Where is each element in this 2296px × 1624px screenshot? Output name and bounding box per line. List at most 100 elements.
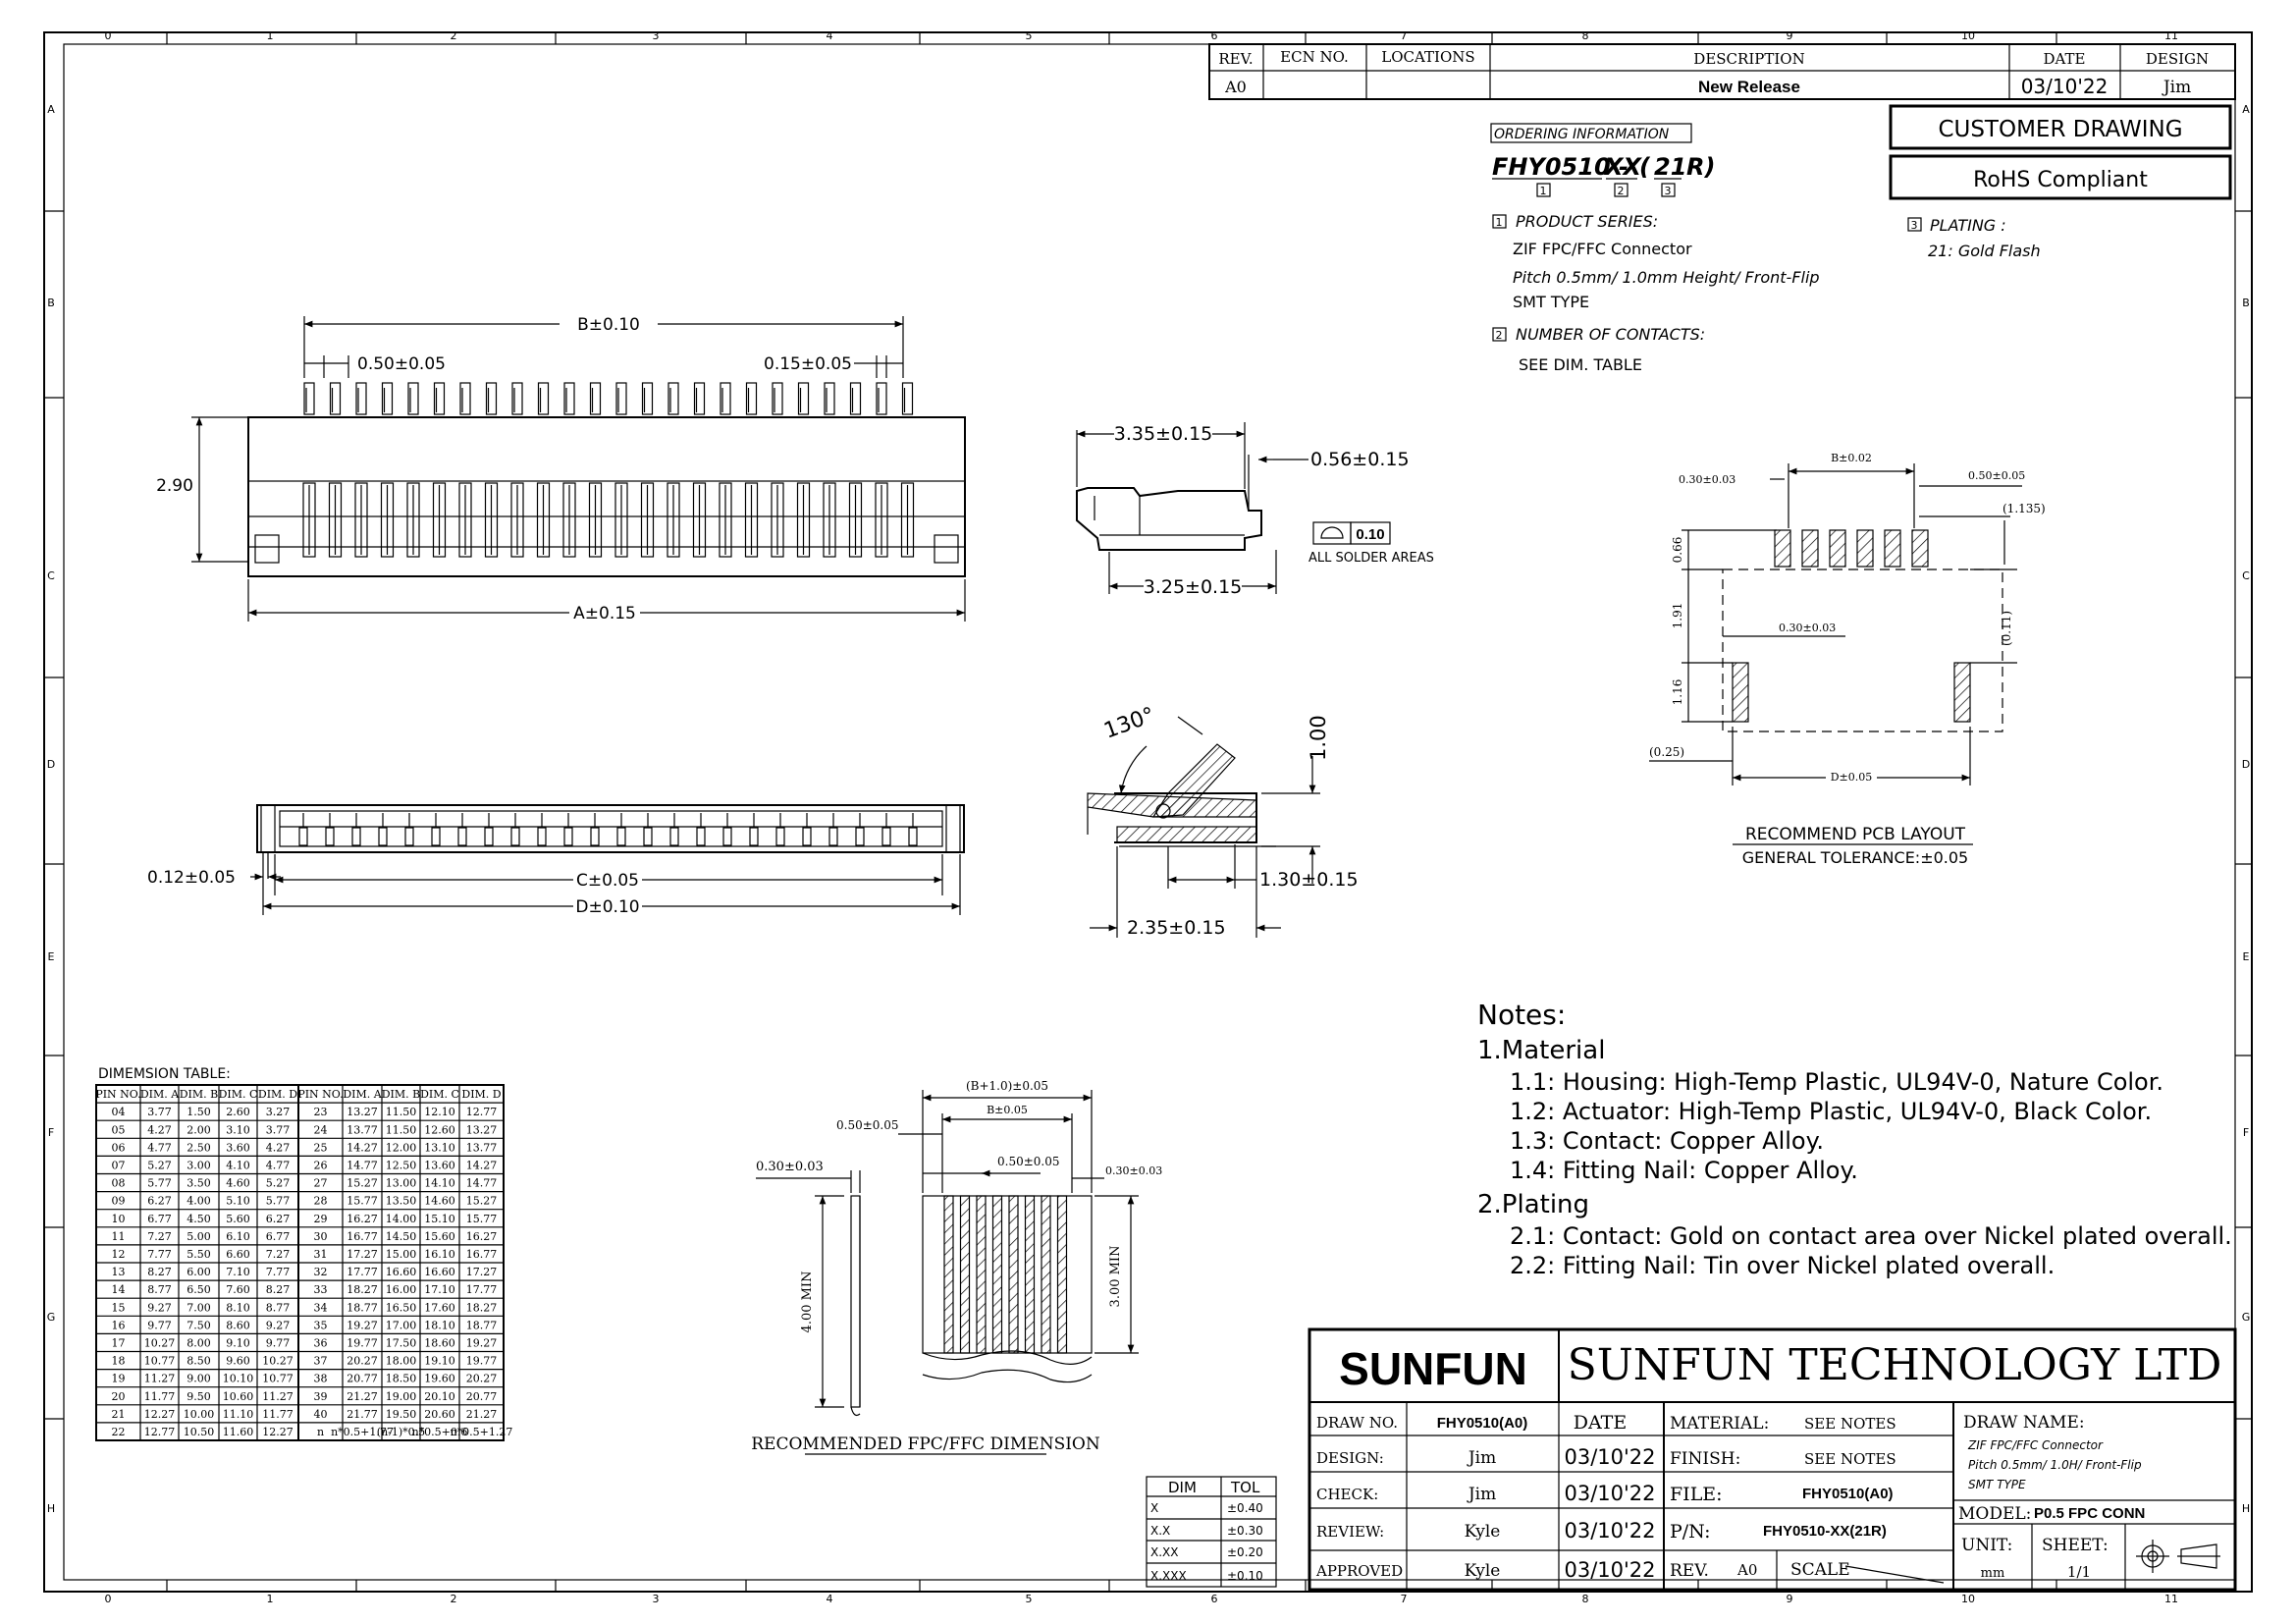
- dim-table-header: DIM. D: [258, 1088, 297, 1101]
- dim-table-cell: 7.77: [266, 1266, 291, 1278]
- top-contact: [588, 482, 603, 558]
- rev: A0: [1736, 1561, 1757, 1579]
- dim-table-cell: 07: [112, 1160, 126, 1172]
- dim-table-cell: 12.10: [424, 1106, 455, 1118]
- top-contact: [640, 482, 655, 558]
- svg-text:DESIGN:: DESIGN:: [1316, 1449, 1384, 1467]
- svg-text:FILE:: FILE:: [1670, 1484, 1723, 1505]
- top-contact: [744, 482, 759, 558]
- dim-table-cell: 19: [112, 1373, 126, 1385]
- dim-table-cell: 14.77: [347, 1160, 378, 1172]
- pcb-dim-h2: 1.91: [1671, 603, 1684, 629]
- contacts-title: NUMBER OF CONTACTS:: [1516, 325, 1705, 344]
- svg-text:ZIF FPC/FFC Connector: ZIF FPC/FFC Connector: [1967, 1438, 2104, 1452]
- svg-text:X.XX: X.XX: [1150, 1545, 1178, 1559]
- svg-text:2: 2: [1496, 329, 1503, 342]
- dim-pitch-top: 0.50±0.05: [357, 354, 446, 374]
- fpc-total: (B+1.0)±0.05: [966, 1079, 1048, 1093]
- dim-table-cell: 10.50: [184, 1426, 215, 1438]
- dim-table-cell: 19.50: [386, 1408, 417, 1421]
- fpc-len-2: 3.00 MIN: [1108, 1246, 1123, 1308]
- section-dim-2: 2.35±0.15: [1127, 917, 1226, 939]
- dim-table-cell: 8.77: [147, 1283, 172, 1296]
- top-contact: [328, 482, 343, 558]
- front-pin: [457, 827, 467, 846]
- dim-table-cell: 12.00: [386, 1141, 417, 1154]
- dim-table-cell: 13: [112, 1266, 126, 1278]
- notes: Notes: 1.Material 1.1: Housing: High-Tem…: [1477, 999, 2232, 1279]
- dim-table-cell: 40: [314, 1408, 328, 1421]
- material: SEE NOTES: [1804, 1415, 1896, 1433]
- dim-table-cell: 13.27: [347, 1106, 378, 1118]
- dim-table-cell: 11.77: [144, 1390, 176, 1403]
- dim-table-cell: 12: [112, 1248, 126, 1261]
- grid-col-label: 9: [1787, 29, 1793, 42]
- dim-table-header: DIM. D: [461, 1088, 501, 1101]
- grid-col-label: 11: [2164, 29, 2178, 42]
- section-height: 1.00: [1307, 715, 1330, 761]
- unit: mm: [1981, 1566, 2005, 1581]
- ordering-information: ORDERING INFORMATION FHY0510 - XX ( 21 R…: [1490, 123, 2041, 374]
- fpc-pitch: 0.50±0.05: [997, 1155, 1060, 1168]
- front-pin: [643, 827, 653, 846]
- dim-table-cell: 13.77: [347, 1123, 378, 1136]
- dim-table-cell: 11.50: [386, 1123, 417, 1136]
- svg-text:1: 1: [1496, 216, 1503, 229]
- date-value: 03/10'22: [2021, 75, 2109, 98]
- dim-table-cell: 23: [314, 1106, 328, 1118]
- top-pin: [641, 382, 654, 415]
- dim-table-header: DIM. B: [382, 1088, 421, 1101]
- dim-table-cell: 8.10: [226, 1301, 250, 1314]
- dim-table-cell: 16.50: [386, 1301, 417, 1314]
- company-logo: SUNFUN: [1339, 1343, 1527, 1394]
- dim-table-cell: 3.00: [187, 1160, 211, 1172]
- grid-row-label: B: [2242, 297, 2250, 309]
- dim-table-cell: 16.00: [386, 1283, 417, 1296]
- grid-col-label: 9: [1787, 1593, 1793, 1605]
- svg-text:±0.20: ±0.20: [1227, 1545, 1263, 1559]
- front-pin: [908, 827, 918, 846]
- svg-text:2.2: Fitting Nail: Tin over Ni: 2.2: Fitting Nail: Tin over Nickel plate…: [1510, 1252, 2055, 1279]
- top-pin: [433, 382, 446, 415]
- top-contact: [900, 482, 915, 558]
- design-value: Jim: [2162, 78, 2191, 97]
- grid-col-label: 0: [105, 1593, 112, 1605]
- dim-table-cell: 7.50: [187, 1319, 211, 1331]
- front-pin: [537, 827, 547, 846]
- dim-table-cell: 14.50: [386, 1230, 417, 1243]
- dim-table-cell: 35: [314, 1319, 328, 1331]
- dim-table-cell: 14.77: [466, 1177, 498, 1190]
- dim-c-front: C±0.05: [576, 871, 639, 891]
- grid-col-label: 6: [1211, 29, 1218, 42]
- dim-table-cell: 9.60: [226, 1355, 250, 1368]
- dim-table-cell: 6.77: [147, 1213, 172, 1225]
- grid-col-label: 5: [1026, 29, 1033, 42]
- front-pin: [484, 827, 494, 846]
- pcb-dim-h3: 1.16: [1671, 679, 1684, 706]
- pcb-dim-side: (0.11): [2000, 611, 2013, 646]
- dim-table-cell: 5.60: [226, 1213, 250, 1225]
- svg-text:1: 1: [1540, 185, 1547, 197]
- front-pin: [881, 827, 891, 846]
- pcb-title: RECOMMEND PCB LAYOUT: [1745, 825, 1966, 844]
- dim-table-header: DIM. C: [420, 1088, 459, 1101]
- projection-symbol-icon: [2136, 1540, 2220, 1573]
- svg-text:03/10'22: 03/10'22: [1564, 1445, 1655, 1469]
- fpc-width: 0.30±0.03: [1105, 1164, 1162, 1177]
- dim-table-cell: 14.10: [424, 1177, 455, 1190]
- dim-table-cell: 5.50: [187, 1248, 211, 1261]
- top-contact: [458, 482, 472, 558]
- dim-table-header: DIM. B: [180, 1088, 219, 1101]
- dim-table-cell: 09: [112, 1195, 126, 1208]
- dim-table-cell: 08: [112, 1177, 126, 1190]
- top-contact: [692, 482, 707, 558]
- dim-offset-front: 0.12±0.05: [147, 868, 236, 888]
- dim-table-cell: 19.77: [466, 1355, 498, 1368]
- front-pin: [351, 827, 361, 846]
- dim-table-cell: 5.27: [147, 1160, 172, 1172]
- dim-table-cell: 1.50: [187, 1106, 211, 1118]
- dim-table-cell: 06: [112, 1141, 126, 1154]
- grid-col-label: 3: [653, 29, 660, 42]
- svg-text:Pitch 0.5mm/ 1.0H/ Front-Flip: Pitch 0.5mm/ 1.0H/ Front-Flip: [1968, 1458, 2142, 1472]
- svg-text:SEE DIM. TABLE: SEE DIM. TABLE: [1519, 355, 1642, 374]
